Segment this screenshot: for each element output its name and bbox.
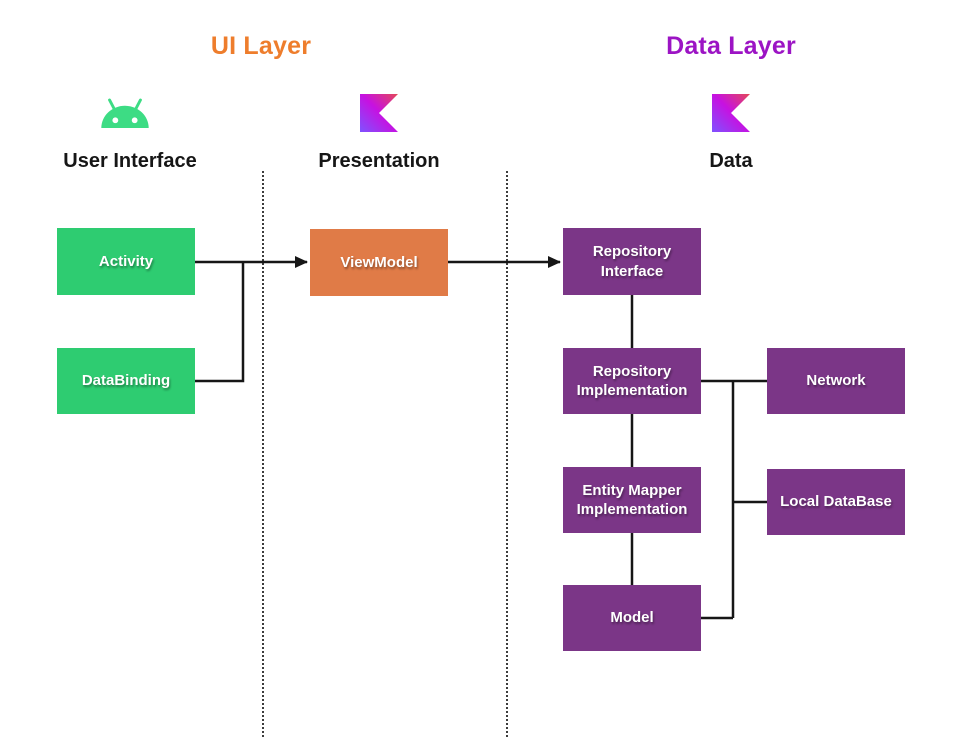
kotlin-icon	[712, 94, 750, 132]
section-label-user-interface: User Interface	[63, 150, 197, 172]
kotlin-icon	[360, 94, 398, 132]
repository-interface-box: Repository Interface	[563, 228, 701, 295]
network-box: Network	[767, 348, 905, 414]
activity-box: Activity	[57, 228, 195, 295]
databinding-box: DataBinding	[57, 348, 195, 414]
local-database-box: Local DataBase	[767, 469, 905, 535]
viewmodel-box: ViewModel	[310, 229, 448, 296]
data-layer-title: Data Layer	[666, 32, 796, 60]
model-box: Model	[563, 585, 701, 651]
android-icon	[95, 92, 155, 134]
column-divider	[262, 171, 264, 737]
column-divider	[506, 171, 508, 737]
section-label-presentation: Presentation	[318, 150, 440, 172]
repository-implementation-box: Repository Implementation	[563, 348, 701, 414]
ui-layer-title: UI Layer	[210, 32, 312, 60]
section-label-data: Data	[709, 150, 753, 172]
entity-mapper-implementation-box: Entity Mapper Implementation	[563, 467, 701, 533]
